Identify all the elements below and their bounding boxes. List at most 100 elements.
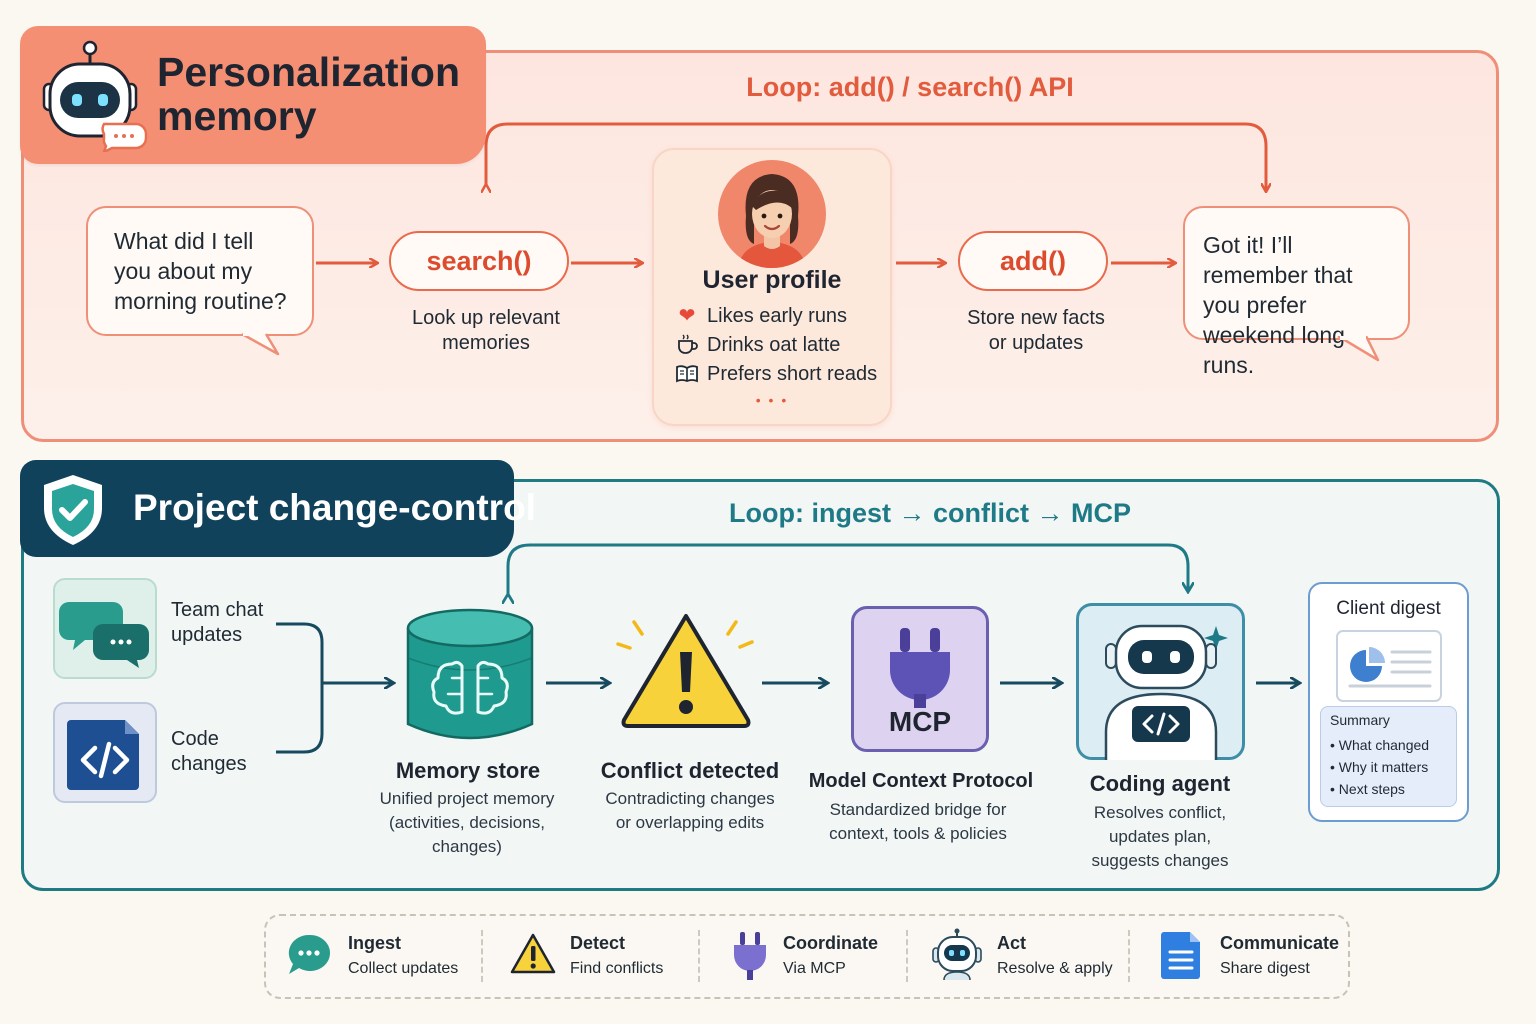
legend-sub: Find conflicts — [570, 960, 664, 977]
code-changes-tile — [53, 702, 157, 803]
assistant-reply-text: Got it! I’ll remember that you prefer we… — [1203, 232, 1353, 378]
coding-agent-desc-line2: updates plan, — [1108, 827, 1212, 846]
team-chat-tile — [53, 578, 157, 679]
book-icon — [675, 360, 699, 389]
user-avatar — [718, 160, 826, 268]
heart-icon: ❤ — [678, 305, 696, 327]
database-brain-icon — [406, 608, 534, 740]
conflict-title: Conflict detected — [600, 758, 780, 783]
add-api-pill: add() — [958, 231, 1108, 291]
warning-icon — [616, 614, 754, 728]
user-profile-title: User profile — [702, 266, 842, 294]
digest-summary-item: • Why it matters — [1330, 759, 1429, 775]
add-caption-line1: Store new facts — [967, 307, 1105, 329]
client-digest-title: Client digest — [1336, 598, 1441, 619]
change-control-header — [20, 460, 514, 557]
conflict-desc-line2: or overlapping edits — [615, 813, 765, 832]
digest-summary-box — [1320, 706, 1457, 807]
memory-store-desc-line3: changes) — [432, 837, 502, 856]
coffee-cup-icon — [675, 331, 699, 360]
plug-icon — [734, 932, 766, 980]
report-chart-icon — [1336, 630, 1442, 702]
document-icon — [1161, 932, 1200, 979]
legend-divider — [906, 930, 908, 982]
digest-summary-item-text: Next steps — [1338, 781, 1405, 797]
add-caption-line2: or updates — [988, 332, 1084, 354]
memory-store-title: Memory store — [395, 758, 541, 783]
legend-item-coordinate: Coordinate Via MCP — [783, 933, 878, 978]
plug-icon — [890, 628, 950, 708]
legend-title: Communicate — [1220, 933, 1340, 953]
legend-sub: Resolve & apply — [997, 960, 1113, 977]
conflict-desc: Contradicting changes or overlapping edi… — [580, 787, 800, 835]
preference-item: Prefers short reads — [675, 360, 877, 389]
assistant-reply-bubble: Got it! I’ll remember that you prefer we… — [1183, 206, 1410, 378]
legend-sub: Share digest — [1220, 960, 1310, 977]
legend-sub: Via MCP — [783, 960, 846, 977]
legend-item-detect: Detect Find conflicts — [570, 933, 663, 978]
search-caption-line2: memories — [442, 332, 530, 354]
legend-divider — [481, 930, 483, 982]
user-question-text: What did I tell you about my morning rou… — [114, 228, 287, 314]
legend-item-ingest: Ingest Collect updates — [348, 933, 458, 978]
search-caption-line1: Look up relevant — [412, 307, 560, 329]
code-changes-label: Code changes — [171, 727, 247, 777]
digest-summary-item-text: Why it matters — [1338, 759, 1429, 775]
bottom-loop-label: Loop: ingest → conflict → MCP — [729, 498, 1131, 528]
legend-divider — [1128, 930, 1130, 982]
user-bubble-tail — [240, 332, 282, 356]
memory-store-desc-line1: Unified project memory — [379, 789, 555, 808]
chat-bubble-icon — [288, 934, 331, 974]
preference-item: Drinks oat latte — [675, 331, 877, 360]
code-changes-label-line2: changes — [171, 753, 247, 775]
preference-text: Drinks oat latte — [707, 334, 841, 356]
robot-icon — [932, 928, 982, 980]
search-api-label: search() — [426, 246, 532, 276]
code-changes-label-line1: Code — [171, 728, 219, 750]
personalization-title: Personalization memory — [157, 50, 477, 138]
coding-agent-desc: Resolves conflict, updates plan, suggest… — [1050, 801, 1270, 873]
chat-bubbles-icon — [59, 602, 149, 668]
team-chat-label: Team chat updates — [171, 598, 263, 648]
coding-robot-icon — [1104, 624, 1228, 760]
shield-check-icon — [44, 475, 102, 545]
top-loop-label: Loop: add() / search() API — [746, 72, 1074, 102]
legend-title: Act — [997, 933, 1027, 953]
mcp-desc-line2: context, tools & policies — [829, 824, 1007, 843]
warning-icon — [510, 933, 556, 974]
preference-list: ❤ Likes early runs Drinks oat latte Prefe… — [675, 302, 877, 389]
team-chat-label-line2: updates — [171, 624, 243, 646]
add-api-label: add() — [1000, 246, 1066, 276]
conflict-desc-line1: Contradicting changes — [605, 789, 775, 808]
search-api-pill: search() — [389, 231, 569, 291]
memory-store-desc: Unified project memory (activities, deci… — [357, 787, 577, 859]
robot-icon — [42, 40, 148, 152]
legend-sub: Collect updates — [348, 960, 459, 977]
personalization-title-line2: memory — [157, 93, 317, 139]
preference-text: Prefers short reads — [707, 363, 878, 385]
personalization-title-line1: Personalization — [157, 49, 461, 95]
mcp-badge: MCP — [888, 706, 952, 737]
legend-item-act: Act Resolve & apply — [997, 933, 1113, 978]
legend-item-communicate: Communicate Share digest — [1220, 933, 1339, 978]
coding-agent-desc-line3: suggests changes — [1091, 851, 1229, 870]
digest-summary-item: • What changed — [1330, 737, 1430, 753]
preference-text: Likes early runs — [707, 305, 848, 327]
coding-agent-title: Coding agent — [1089, 771, 1231, 796]
memory-store-desc-line2: (activities, decisions, — [389, 813, 545, 832]
legend-divider — [698, 930, 700, 982]
mcp-title: Model Context Protocol — [808, 770, 1034, 792]
preference-item: ❤ Likes early runs — [675, 302, 877, 331]
user-question-bubble: What did I tell you about my morning rou… — [86, 206, 314, 336]
mcp-desc-line1: Standardized bridge for — [829, 800, 1007, 819]
change-control-title: Project change-control — [133, 487, 536, 528]
digest-summary-item: • Next steps — [1330, 781, 1405, 797]
add-caption: Store new facts or updates — [940, 306, 1132, 356]
code-file-icon — [67, 720, 139, 790]
assistant-bubble-tail — [1337, 336, 1380, 362]
digest-summary-item-text: What changed — [1338, 737, 1430, 753]
legend-title: Coordinate — [783, 933, 879, 953]
legend-title: Detect — [570, 933, 626, 953]
